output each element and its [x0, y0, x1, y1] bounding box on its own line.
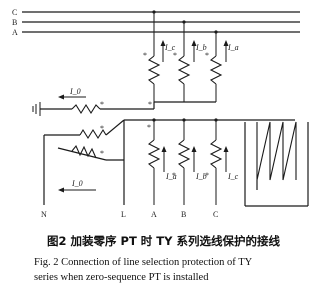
phase-label-a: A	[12, 28, 18, 37]
current-label-ic-lower: I_c	[227, 172, 239, 181]
pt-primary-windings	[147, 12, 223, 103]
current-label-ib: I_b	[195, 43, 207, 52]
terminal-label-l: L	[121, 210, 126, 219]
zero-seq-current-label: I_0	[69, 87, 81, 96]
current-label-ia-lower: I_a	[165, 172, 177, 181]
polarity-mark: *	[172, 171, 176, 180]
polarity-mark: *	[100, 100, 104, 109]
left-current-label: I_0	[71, 179, 83, 188]
polarity-mark: *	[148, 100, 152, 109]
caption-english-line1: Fig. 2 Connection of line selection prot…	[34, 257, 253, 268]
current-label-ib-lower: I_b	[195, 172, 207, 181]
relay-box	[244, 121, 309, 207]
ground-connection	[32, 102, 155, 116]
caption-english: Fig. 2 Connection of line selection prot…	[34, 255, 324, 285]
phase-label-b: B	[12, 18, 17, 27]
upper-current-arrows	[160, 40, 229, 62]
phase-label-c: C	[12, 8, 17, 17]
current-label-ic: I_c	[164, 43, 176, 52]
terminal-label-n: N	[41, 210, 47, 219]
three-phase-bus	[22, 11, 300, 33]
terminal-label-a: A	[151, 210, 157, 219]
polarity-mark: *	[173, 51, 177, 60]
lower-current-arrows	[161, 146, 229, 172]
caption-english-line2: series when zero-sequence PT is installe…	[34, 272, 209, 283]
polarity-mark: *	[205, 51, 209, 60]
current-label-ia: I_a	[227, 43, 239, 52]
polarity-mark: *	[143, 51, 147, 60]
polarity-mark: *	[205, 171, 209, 180]
polarity-mark: *	[100, 124, 104, 133]
caption-chinese: 图2 加装零序 PT 时 TY 系列选线保护的接线	[47, 234, 280, 248]
terminal-label-c: C	[213, 210, 218, 219]
ct-windings	[147, 120, 223, 205]
polarity-mark: *	[147, 123, 151, 132]
polarity-mark: *	[100, 149, 104, 158]
terminal-label-b: B	[181, 210, 186, 219]
